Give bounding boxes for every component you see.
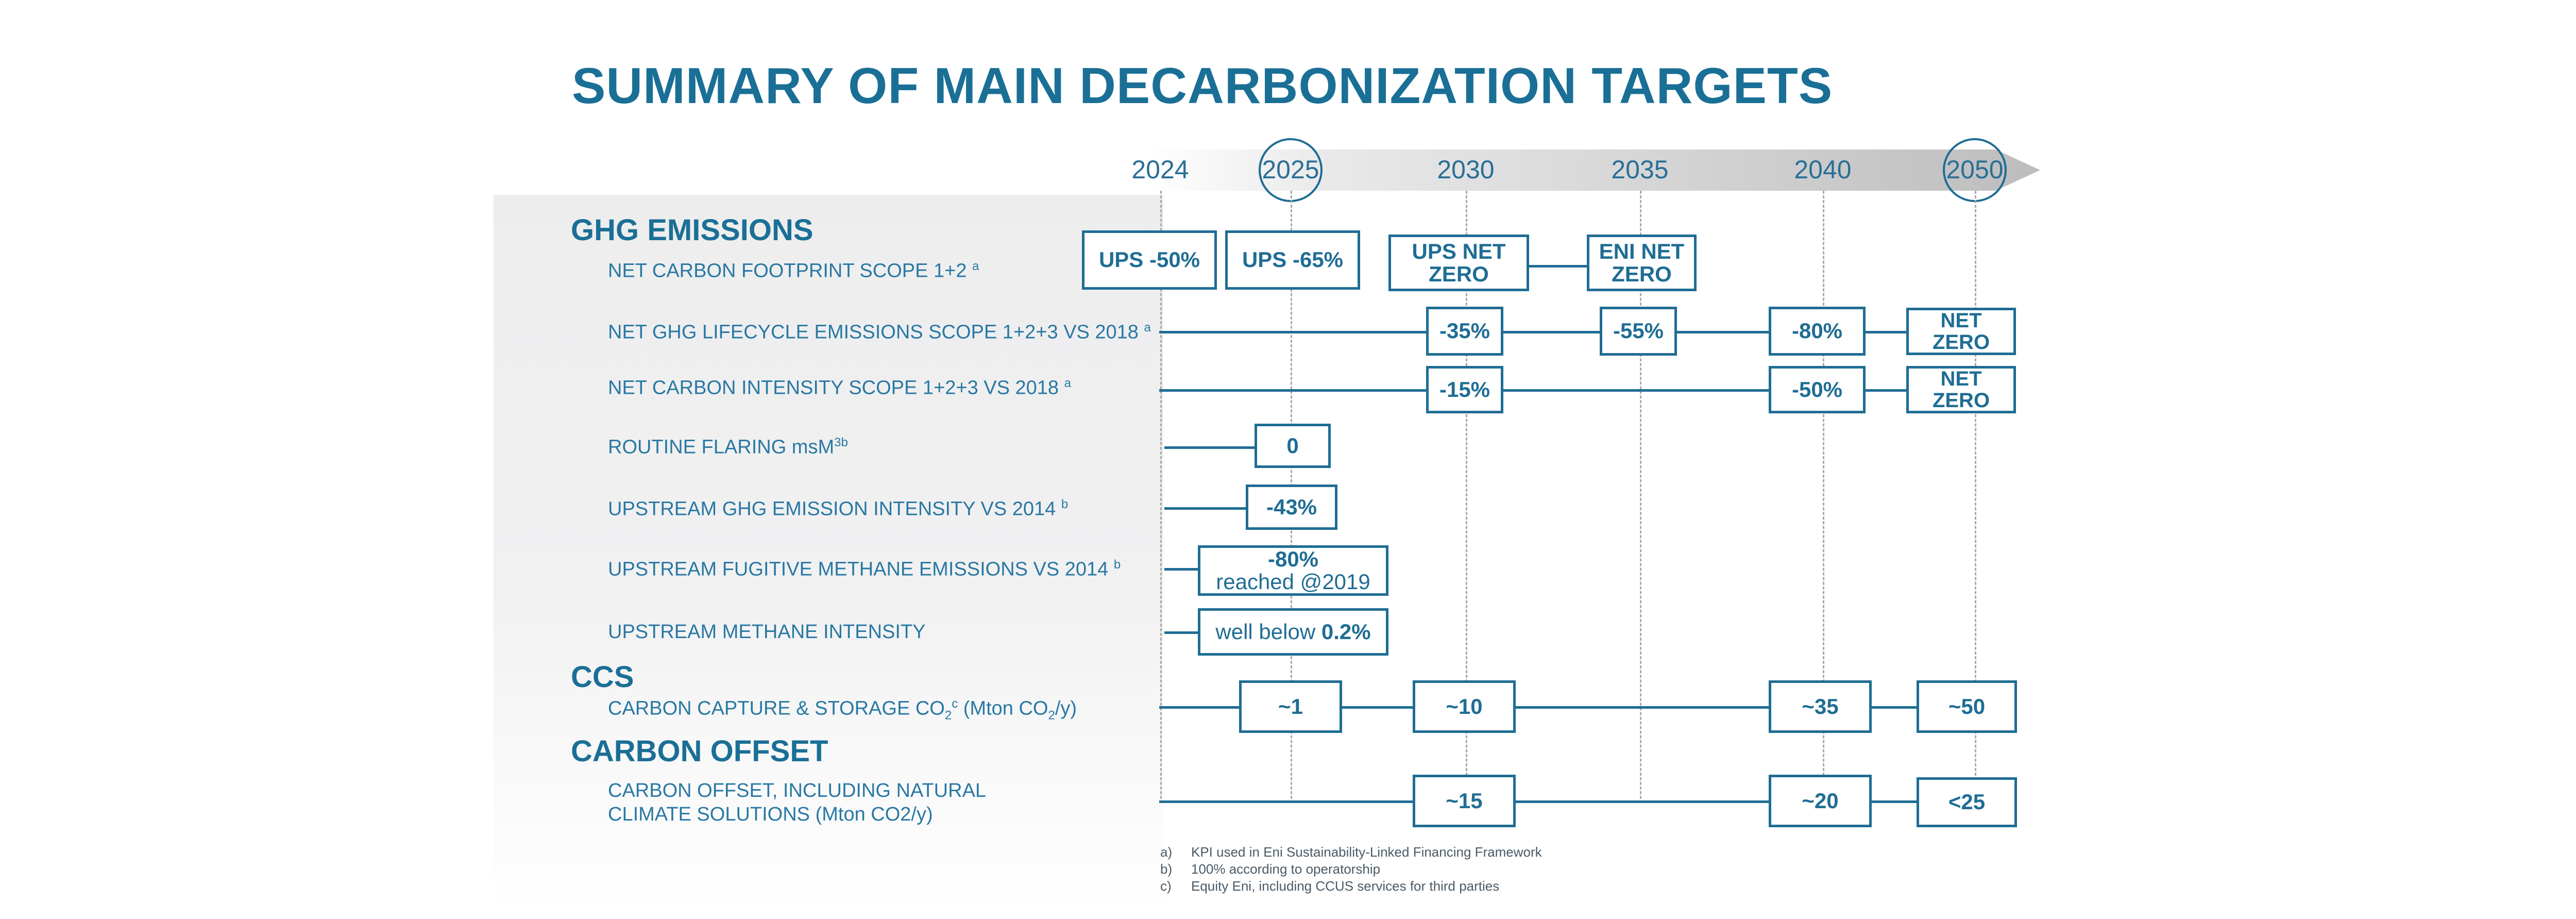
target-intensity-2050: NET ZERO xyxy=(1906,366,2016,413)
connector-intensity xyxy=(1159,389,2014,392)
label-upstream-fugitive-methane: UPSTREAM FUGITIVE METHANE EMISSIONS VS 2… xyxy=(608,558,1121,580)
guide-2040 xyxy=(1823,191,1824,799)
connector-upstream-intensity xyxy=(1164,507,1247,510)
label-upstream-ghg-intensity: UPSTREAM GHG EMISSION INTENSITY VS 2014 … xyxy=(608,497,1069,520)
target-lifecycle-2040: -80% xyxy=(1769,307,1866,356)
connector-ccs xyxy=(1159,706,2014,709)
guide-2024 xyxy=(1160,191,1162,799)
target-offset-2050: <25 xyxy=(1917,777,2017,827)
section-ccs: CCS xyxy=(571,660,634,694)
target-ccs-2050: ~50 xyxy=(1917,680,2017,733)
methane-intensity-value: 0.2% xyxy=(1321,619,1371,644)
connector-fugitive xyxy=(1164,568,1200,571)
target-offset-2040: ~20 xyxy=(1769,775,1872,827)
section-carbon-offset: CARBON OFFSET xyxy=(571,734,828,768)
target-footprint-2024: UPS -50% xyxy=(1082,230,1217,290)
target-ccs-2040: ~35 xyxy=(1769,680,1872,733)
label-carbon-offset: CARBON OFFSET, INCLUDING NATURAL CLIMATE… xyxy=(608,780,987,825)
target-lifecycle-2030: -35% xyxy=(1426,307,1503,356)
target-offset-2030: ~15 xyxy=(1413,775,1516,827)
label-net-carbon-footprint: NET CARBON FOOTPRINT SCOPE 1+2 a xyxy=(608,259,979,282)
label-ccs: CARBON CAPTURE & STORAGE CO2c (Mton CO2/… xyxy=(608,697,1077,723)
guide-2035 xyxy=(1640,191,1641,799)
connector-flaring xyxy=(1164,446,1257,449)
target-flaring-2025: 0 xyxy=(1255,424,1331,468)
target-intensity-2030: -15% xyxy=(1426,366,1503,413)
target-ccs-2025: ~1 xyxy=(1239,680,1342,733)
target-intensity-2040: -50% xyxy=(1769,366,1866,413)
footnote-b: b)100% according to operatorship xyxy=(1160,861,1381,877)
year-2035: 2035 xyxy=(1611,155,1669,184)
target-footprint-2035: ENI NET ZERO xyxy=(1587,235,1697,291)
connector-offset xyxy=(1159,800,2014,803)
connector-lifecycle xyxy=(1159,331,2014,333)
target-lifecycle-2035: -55% xyxy=(1600,307,1677,356)
target-fugitive-2025: -80% reached @2019 xyxy=(1198,545,1388,596)
year-2040: 2040 xyxy=(1794,155,1852,184)
target-upstream-intensity-2025: -43% xyxy=(1246,484,1337,530)
target-ccs-2030: ~10 xyxy=(1413,680,1516,733)
page-title: SUMMARY OF MAIN DECARBONIZATION TARGETS xyxy=(572,57,1833,114)
year-2030: 2030 xyxy=(1437,155,1495,184)
label-routine-flaring: ROUTINE FLARING msM3b xyxy=(608,436,848,458)
guide-2030 xyxy=(1466,191,1467,799)
label-upstream-methane-intensity: UPSTREAM METHANE INTENSITY xyxy=(608,621,926,643)
connector-footprint xyxy=(1529,265,1587,268)
footnote-a: a)KPI used in Eni Sustainability-Linked … xyxy=(1160,844,1542,860)
section-ghg-emissions: GHG EMISSIONS xyxy=(571,213,814,247)
fugitive-value: -80% xyxy=(1267,546,1319,571)
connector-methane-intensity xyxy=(1164,631,1200,634)
fugitive-sub: reached @2019 xyxy=(1216,570,1370,594)
year-2024: 2024 xyxy=(1131,155,1189,184)
label-net-carbon-intensity: NET CARBON INTENSITY SCOPE 1+2+3 VS 2018… xyxy=(608,376,1071,399)
guide-2050 xyxy=(1975,191,1976,799)
target-methane-intensity-2025: well below 0.2% xyxy=(1198,608,1388,656)
methane-intensity-prefix: well below xyxy=(1215,619,1316,644)
target-footprint-2025: UPS -65% xyxy=(1225,230,1360,290)
target-lifecycle-2050: NET ZERO xyxy=(1906,308,2016,355)
left-panel xyxy=(494,195,1163,912)
footnote-c: c)Equity Eni, including CCUS services fo… xyxy=(1160,878,1500,894)
label-net-ghg-lifecycle: NET GHG LIFECYCLE EMISSIONS SCOPE 1+2+3 … xyxy=(608,321,1151,343)
target-footprint-2030: UPS NET ZERO xyxy=(1388,235,1529,291)
